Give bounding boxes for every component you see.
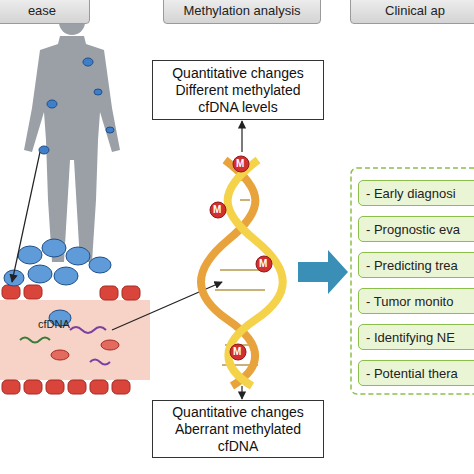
red-cell <box>24 380 42 394</box>
result-box: Quantitative changes Aberrant methylated… <box>152 400 324 458</box>
application-item: - Tumor monito <box>358 288 474 314</box>
methyl-mark <box>233 156 249 172</box>
red-cell <box>100 286 118 300</box>
node-text: Clinical ap <box>385 3 445 18</box>
application-item: - Identifying NE <box>358 324 474 350</box>
methyl-mark <box>210 202 226 218</box>
node-text: - Predicting trea <box>366 258 458 273</box>
dna-strand <box>228 160 283 386</box>
methyl-letter: M <box>213 204 221 215</box>
result-box: Quantitative changes Different methylate… <box>152 60 324 120</box>
human-figure <box>24 36 120 262</box>
node-text: Methylation analysis <box>183 3 300 18</box>
application-item: - Prognostic eva <box>358 216 474 242</box>
helix-rung <box>240 199 250 201</box>
application-item: - Potential thera <box>358 360 474 386</box>
cfdna-label: cfDNA <box>38 318 70 330</box>
red-cell <box>24 285 42 299</box>
node-text: - Tumor monito <box>366 294 453 309</box>
tumor-cell <box>18 246 42 264</box>
node-text: - Prognostic eva <box>366 222 460 237</box>
methyl-letter: M <box>236 158 244 169</box>
red-cell <box>101 340 119 350</box>
helix-rung <box>220 269 260 271</box>
methyl-mark <box>256 256 272 272</box>
flow-arrow <box>241 386 242 399</box>
flow-arrow <box>12 152 40 282</box>
red-cell <box>2 380 20 394</box>
node-text: - Potential thera <box>366 366 458 381</box>
column-header: Methylation analysis <box>163 0 321 24</box>
red-cell <box>90 380 108 394</box>
application-item: - Predicting trea <box>358 252 474 278</box>
methyl-letter: M <box>233 346 241 357</box>
outcome-panel <box>351 168 474 394</box>
tumor-cell <box>89 257 111 273</box>
tumor-cell <box>39 146 49 154</box>
methyl-letter: M <box>259 258 267 269</box>
red-cell <box>2 285 20 299</box>
tumor-cell <box>28 265 52 283</box>
red-cell <box>68 380 86 394</box>
tumor-cell <box>106 127 114 133</box>
node-text: - Identifying NE <box>366 330 455 345</box>
node-text: Quantitative changes Aberrant methylated… <box>161 404 315 455</box>
big-arrow <box>298 250 348 294</box>
flow-arrow <box>241 121 242 152</box>
column-header: ease <box>0 0 90 24</box>
node-text: - Early diagnosi <box>366 186 456 201</box>
blood-vessel <box>0 300 150 380</box>
red-cell <box>122 286 140 300</box>
tumor-cell <box>54 267 78 285</box>
tumor-cell <box>42 239 66 257</box>
methyl-mark <box>230 344 246 360</box>
node-text: ease <box>28 3 56 18</box>
cfdna-fragment <box>90 360 110 365</box>
red-cell <box>51 350 69 360</box>
tumor-cell <box>66 247 90 265</box>
red-cell <box>46 380 64 394</box>
application-item: - Early diagnosi <box>358 180 474 206</box>
cfdna-fragment <box>20 338 50 343</box>
column-header: Clinical ap <box>350 0 474 24</box>
tumor-cell <box>83 58 93 66</box>
node-text: Quantitative changes Different methylate… <box>161 65 315 116</box>
tumor-cell <box>47 100 57 108</box>
helix-rung <box>215 289 265 291</box>
red-cell <box>112 380 130 394</box>
cfdna-fragment <box>70 327 106 333</box>
tumor-cell <box>94 89 102 95</box>
